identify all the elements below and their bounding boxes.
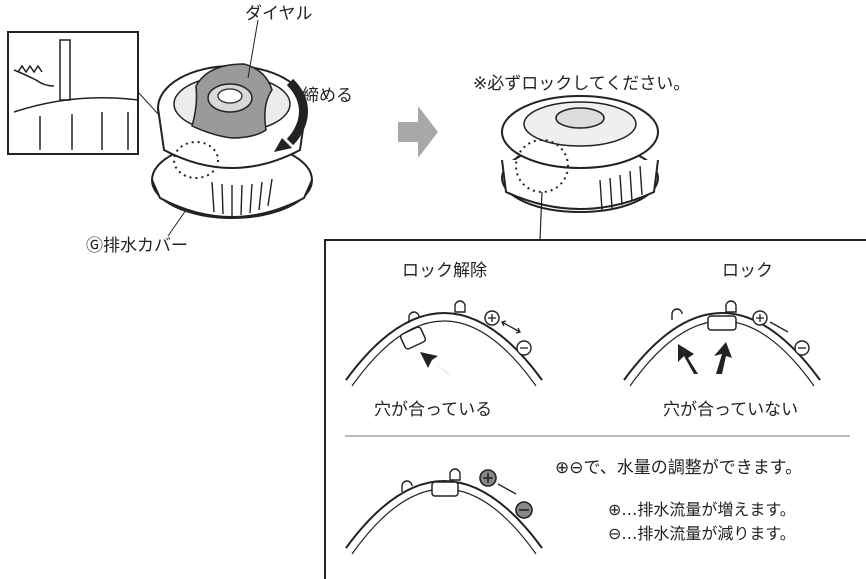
must-lock-note: ※必ずロックしてください。 xyxy=(473,74,691,94)
drain-cover-device-left xyxy=(151,19,313,237)
drain-cover-label: Ⓖ排水カバー xyxy=(86,236,188,256)
unlock-caption: 穴が合っている xyxy=(374,400,493,420)
drain-cover-device-right xyxy=(501,95,659,241)
adjust-note: ⊕⊖で、水量の調整ができます。 xyxy=(555,458,803,478)
unlock-title: ロック解除 xyxy=(402,261,487,281)
unlock-ring xyxy=(345,300,543,387)
adjust-ring xyxy=(345,468,543,555)
plus-note: ⊕…排水流量が増えます。 xyxy=(608,500,796,519)
dial-label: ダイヤル xyxy=(245,4,313,24)
lock-title: ロック xyxy=(722,261,773,281)
lock-caption: 穴が合っていない xyxy=(663,400,799,420)
zoom-inset xyxy=(7,31,181,155)
next-step-arrow xyxy=(398,106,438,158)
tighten-label: 締める xyxy=(302,86,353,106)
lock-ring xyxy=(623,300,821,387)
lock-detail-panel xyxy=(324,239,866,579)
minus-note: ⊖…排水流量が減ります。 xyxy=(608,524,796,543)
